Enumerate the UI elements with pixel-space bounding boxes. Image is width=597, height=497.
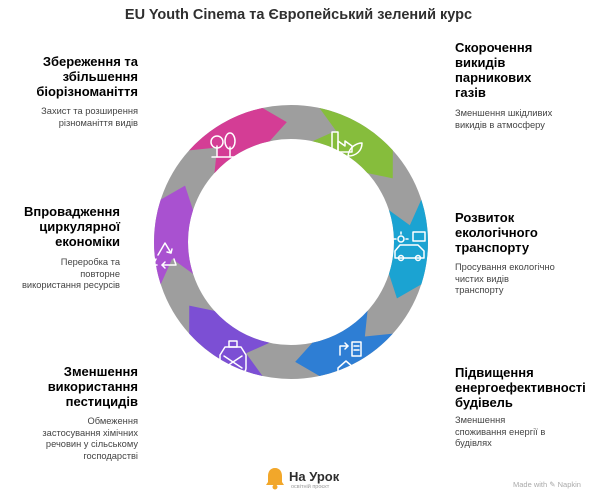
- segment-emissions: [312, 107, 393, 179]
- logo-text: На Урок: [289, 469, 340, 484]
- desc-energy: Зменшення споживання енергії в будівлях: [455, 415, 546, 449]
- label-energy: Підвищення енергоефективності будівель: [455, 365, 586, 410]
- segment-biodiversity: [189, 107, 287, 174]
- ring-segments: [154, 107, 428, 377]
- recycle-icon: [152, 242, 177, 269]
- napkin-credit: Made with ✎ Napkin: [513, 480, 581, 489]
- desc-biodiversity: Захист та розширення різноманіття видів: [41, 106, 138, 128]
- label-circular: Впровадження циркулярної економіки: [24, 204, 120, 249]
- bell-logo-icon: [266, 468, 284, 490]
- desc-transport: Просування екологічно чистих видів транс…: [455, 262, 555, 296]
- desc-pesticides: Обмеження застосування хімічних речовин …: [42, 416, 138, 462]
- desc-emissions: Зменшення шкідливих викидів в атмосферу: [455, 108, 553, 130]
- desc-circular: Переробка та повторне використання ресур…: [21, 257, 120, 291]
- label-biodiversity: Збереження та збільшення біорізноманіття: [36, 54, 138, 99]
- trees-icon: [210, 132, 236, 158]
- factory-leaf-icon: [331, 131, 363, 157]
- pesticide-bottle-icon: [219, 340, 247, 374]
- efficient-house-icon: [337, 341, 362, 377]
- label-transport: Розвиток екологічного транспорту: [455, 210, 538, 255]
- logo-subtitle: освітній проєкт: [291, 484, 330, 490]
- eco-car-icon: [393, 231, 426, 262]
- page-title: EU Youth Cinema та Європейський зелений …: [124, 7, 473, 23]
- segment-transport: [388, 199, 428, 299]
- label-emissions: Скорочення викидів парникових газів: [455, 40, 533, 100]
- label-pesticides: Зменшення використання пестицидів: [47, 364, 138, 409]
- segment-energy: [295, 310, 393, 377]
- segment-circular: [154, 185, 194, 285]
